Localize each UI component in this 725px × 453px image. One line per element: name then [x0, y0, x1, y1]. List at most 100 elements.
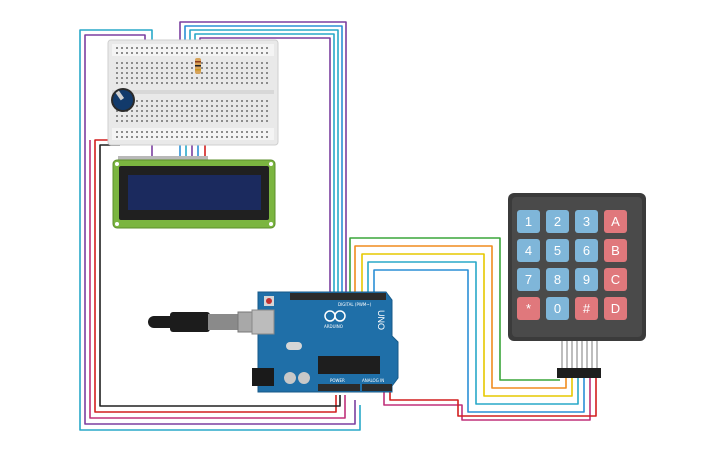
breadboard-hole	[131, 62, 133, 64]
breadboard-hole	[216, 115, 218, 117]
breadboard-hole	[126, 131, 128, 133]
arduino-reset-button-cap[interactable]	[266, 298, 272, 304]
breadboard-hole	[266, 120, 268, 122]
keypad-key-cap[interactable]	[604, 268, 627, 291]
keypad-key-cap[interactable]	[517, 210, 540, 233]
keypad-key-C[interactable]: C	[604, 268, 627, 291]
keypad-key-cap[interactable]	[546, 268, 569, 291]
keypad-key-6[interactable]: 6	[575, 239, 598, 262]
keypad-key-3[interactable]: 3	[575, 210, 598, 233]
breadboard-hole	[241, 115, 243, 117]
breadboard-hole	[136, 136, 138, 138]
breadboard-hole	[236, 115, 238, 117]
breadboard-hole	[121, 52, 123, 54]
breadboard-hole	[216, 110, 218, 112]
keypad-key-cap[interactable]	[546, 297, 569, 320]
keypad-key-5[interactable]: 5	[546, 239, 569, 262]
keypad-key-cap[interactable]	[517, 239, 540, 262]
breadboard-hole	[191, 62, 193, 64]
breadboard-hole	[146, 82, 148, 84]
breadboard-hole	[241, 47, 243, 49]
breadboard-hole	[231, 100, 233, 102]
keypad-key-B[interactable]: B	[604, 239, 627, 262]
keypad-key-1[interactable]: 1	[517, 210, 540, 233]
breadboard-hole	[211, 110, 213, 112]
keypad-key-#[interactable]: #	[575, 297, 598, 320]
breadboard-hole	[231, 77, 233, 79]
breadboard-hole	[126, 115, 128, 117]
keypad-key-cap[interactable]	[604, 210, 627, 233]
breadboard-hole	[196, 120, 198, 122]
breadboard-hole	[136, 72, 138, 74]
keypad-key-A[interactable]: A	[604, 210, 627, 233]
breadboard-hole	[216, 52, 218, 54]
keypad-key-7[interactable]: 7	[517, 268, 540, 291]
breadboard-hole	[251, 62, 253, 64]
breadboard-hole	[121, 82, 123, 84]
keypad-key-cap[interactable]	[575, 268, 598, 291]
keypad-key-cap[interactable]	[517, 297, 540, 320]
breadboard-hole	[186, 52, 188, 54]
breadboard-hole	[236, 136, 238, 138]
breadboard-hole	[241, 120, 243, 122]
breadboard-hole	[136, 47, 138, 49]
keypad-key-cap[interactable]	[604, 239, 627, 262]
breadboard-hole	[256, 115, 258, 117]
keypad-key-label: B	[611, 243, 620, 258]
breadboard-hole	[146, 120, 148, 122]
keypad-key-8[interactable]: 8	[546, 268, 569, 291]
breadboard-hole	[131, 77, 133, 79]
breadboard-hole	[161, 47, 163, 49]
keypad-key-cap[interactable]	[517, 268, 540, 291]
breadboard-hole	[201, 136, 203, 138]
breadboard-hole	[236, 105, 238, 107]
breadboard-hole	[171, 52, 173, 54]
breadboard-hole	[156, 115, 158, 117]
breadboard-hole	[211, 115, 213, 117]
breadboard-hole	[261, 52, 263, 54]
keypad-key-D[interactable]: D	[604, 297, 627, 320]
breadboard-hole	[171, 131, 173, 133]
keypad-key-cap[interactable]	[546, 239, 569, 262]
breadboard-hole	[171, 110, 173, 112]
breadboard-hole	[246, 100, 248, 102]
breadboard-hole	[191, 52, 193, 54]
breadboard-hole	[191, 115, 193, 117]
keypad-key-cap[interactable]	[604, 297, 627, 320]
keypad-key-2[interactable]: 2	[546, 210, 569, 233]
breadboard-hole	[196, 115, 198, 117]
breadboard-hole	[256, 131, 258, 133]
breadboard-hole	[191, 77, 193, 79]
breadboard-hole	[221, 136, 223, 138]
wire-kp-orange	[354, 245, 567, 389]
keypad-key-cap[interactable]	[575, 297, 598, 320]
wire-kp-yellow	[361, 253, 573, 397]
breadboard-hole	[141, 52, 143, 54]
breadboard-hole	[241, 110, 243, 112]
breadboard-hole	[166, 62, 168, 64]
breadboard-hole	[236, 62, 238, 64]
breadboard-hole	[251, 72, 253, 74]
keypad-key-cap[interactable]	[546, 210, 569, 233]
breadboard-hole	[231, 72, 233, 74]
breadboard-hole	[151, 77, 153, 79]
keypad-key-*[interactable]: *	[517, 297, 540, 320]
breadboard-hole	[156, 52, 158, 54]
keypad-key-4[interactable]: 4	[517, 239, 540, 262]
breadboard-hole	[126, 72, 128, 74]
breadboard-hole	[141, 67, 143, 69]
keypad-key-cap[interactable]	[575, 239, 598, 262]
keypad-key-cap[interactable]	[575, 210, 598, 233]
keypad-key-9[interactable]: 9	[575, 268, 598, 291]
keypad-key-0[interactable]: 0	[546, 297, 569, 320]
breadboard-hole	[156, 67, 158, 69]
breadboard-hole	[116, 115, 118, 117]
keypad-key-label: 3	[583, 214, 590, 229]
lcd-header-pins	[118, 156, 208, 162]
breadboard-hole	[196, 52, 198, 54]
breadboard-hole	[176, 105, 178, 107]
breadboard-hole	[251, 105, 253, 107]
breadboard-hole	[156, 131, 158, 133]
breadboard-hole	[166, 47, 168, 49]
